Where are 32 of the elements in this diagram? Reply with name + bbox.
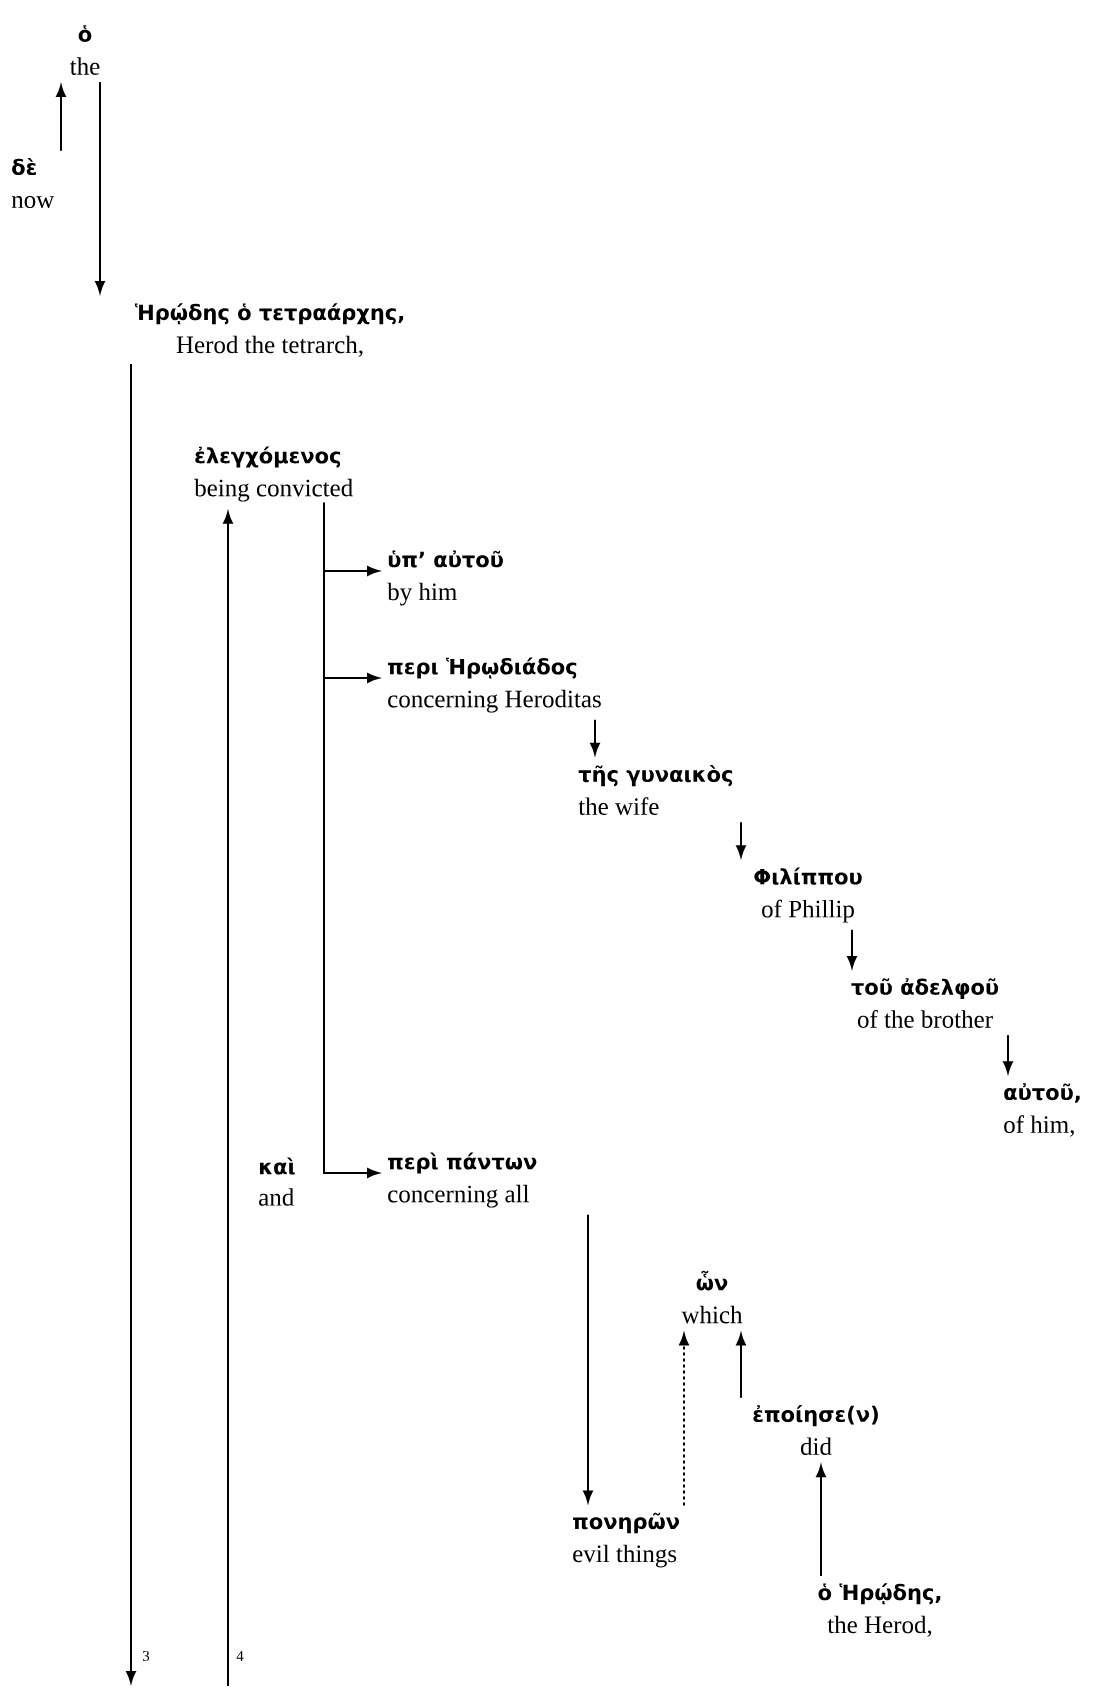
arrow [736, 1333, 746, 1399]
word-gloss: Φιλίππου of Phillip [754, 867, 862, 923]
word-gloss: ἐλεγχόμενος being convicted [194, 446, 353, 502]
word-gloss: πονηρῶν evil things [573, 1512, 680, 1568]
arrow [816, 1465, 826, 1577]
word-label: καὶ [259, 1157, 295, 1175]
arrow [679, 1333, 689, 1507]
arrow [1003, 1034, 1013, 1073]
word-gloss: ὑπ’ αὐτοῦ by him [387, 550, 503, 606]
word-gloss: τῆς γυναικὸς the wife [578, 765, 733, 816]
arrow [56, 85, 66, 152]
arrow [323, 501, 379, 1178]
edge-label: 3 [141, 1649, 151, 1663]
arrow [583, 1213, 593, 1503]
edge-label: 4 [235, 1650, 245, 1662]
arrow [736, 821, 746, 858]
arrow [590, 718, 600, 755]
word-gloss: ὁ Ἡρῴδης, the Herod, [818, 1583, 941, 1637]
word-label: and [259, 1188, 294, 1206]
word-gloss: Ἡρῴδης ὁ τετραάρχης, Herod the tetrarch, [134, 303, 404, 357]
arrow [847, 928, 857, 968]
word-gloss: αὐτοῦ, of him, [1004, 1083, 1080, 1137]
arrow [95, 81, 105, 293]
word-gloss: περὶ πάντων concerning all [388, 1152, 537, 1208]
word-gloss: περι Ἡρῳδιάδος concerning Heroditas [388, 657, 601, 713]
word-gloss: δὲ now [11, 158, 55, 209]
word-gloss: ἐποίησε(ν) did [753, 1405, 878, 1456]
word-gloss: ὧν which [681, 1270, 743, 1324]
word-gloss: ὁ the [70, 25, 100, 75]
arrow [126, 363, 136, 1683]
word-gloss: τοῦ ἀδελφοῦ of the brother [851, 978, 999, 1028]
arrow [223, 512, 233, 1687]
